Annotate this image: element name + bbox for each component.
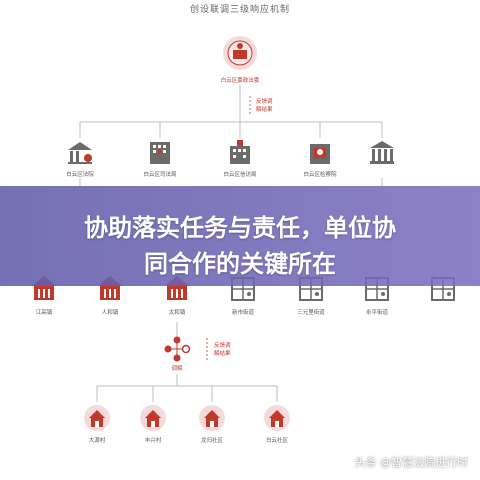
village-icon	[140, 405, 166, 431]
top-node-label: 白云区委政法委	[220, 78, 260, 84]
headline-line-1: 协助落实任务与责任，单位协	[84, 214, 396, 242]
level2-label: 白云区检察院	[303, 172, 337, 178]
justice-bureau-icon	[150, 142, 170, 164]
level3-label: 太和镇	[168, 310, 186, 316]
petition-bureau-icon	[230, 140, 250, 164]
level4-label: 龙归社区	[200, 438, 223, 444]
diagram-title: 创设联调三级响应机制	[189, 5, 290, 15]
level4-label: 大源村	[88, 438, 106, 444]
top-node-icon	[223, 36, 257, 70]
level3-label: 江高镇	[35, 310, 53, 316]
feedback-note-2: 反馈调 解结果	[214, 342, 231, 358]
village-icon	[84, 405, 110, 431]
level2-label: 白云区法院	[66, 172, 94, 178]
level3-label: 新市街道	[231, 310, 254, 316]
headline-banner	[0, 186, 480, 286]
level4-label: 白云社区	[265, 438, 288, 444]
watermark: 头条 @智慧法院进行时	[354, 456, 469, 469]
government-building-icon	[370, 141, 394, 164]
procuratorate-icon	[310, 144, 330, 164]
mediation-label: 调解	[171, 366, 183, 372]
headline-line-2: 同合作的关键所在	[144, 250, 336, 278]
mediation-icon	[164, 336, 191, 362]
level3-label: 三元里街道	[297, 310, 325, 316]
feedback-note-1: 反馈调 解结果	[256, 98, 273, 114]
feedback-note-line: 反馈调	[214, 343, 231, 349]
level4-label: 丰兴村	[144, 438, 162, 444]
level3-label: 人和镇	[101, 310, 119, 316]
community-icon	[264, 405, 290, 431]
feedback-note-line: 反馈调	[256, 99, 273, 105]
feedback-note-line: 解结果	[256, 107, 273, 113]
level2-label: 白云区信访局	[223, 172, 257, 178]
level3-label: 永平街道	[365, 310, 388, 316]
community-icon	[199, 405, 225, 431]
court-icon	[68, 142, 92, 164]
feedback-note-line: 解结果	[214, 351, 231, 357]
level2-label: 白云区司法局	[143, 172, 177, 178]
